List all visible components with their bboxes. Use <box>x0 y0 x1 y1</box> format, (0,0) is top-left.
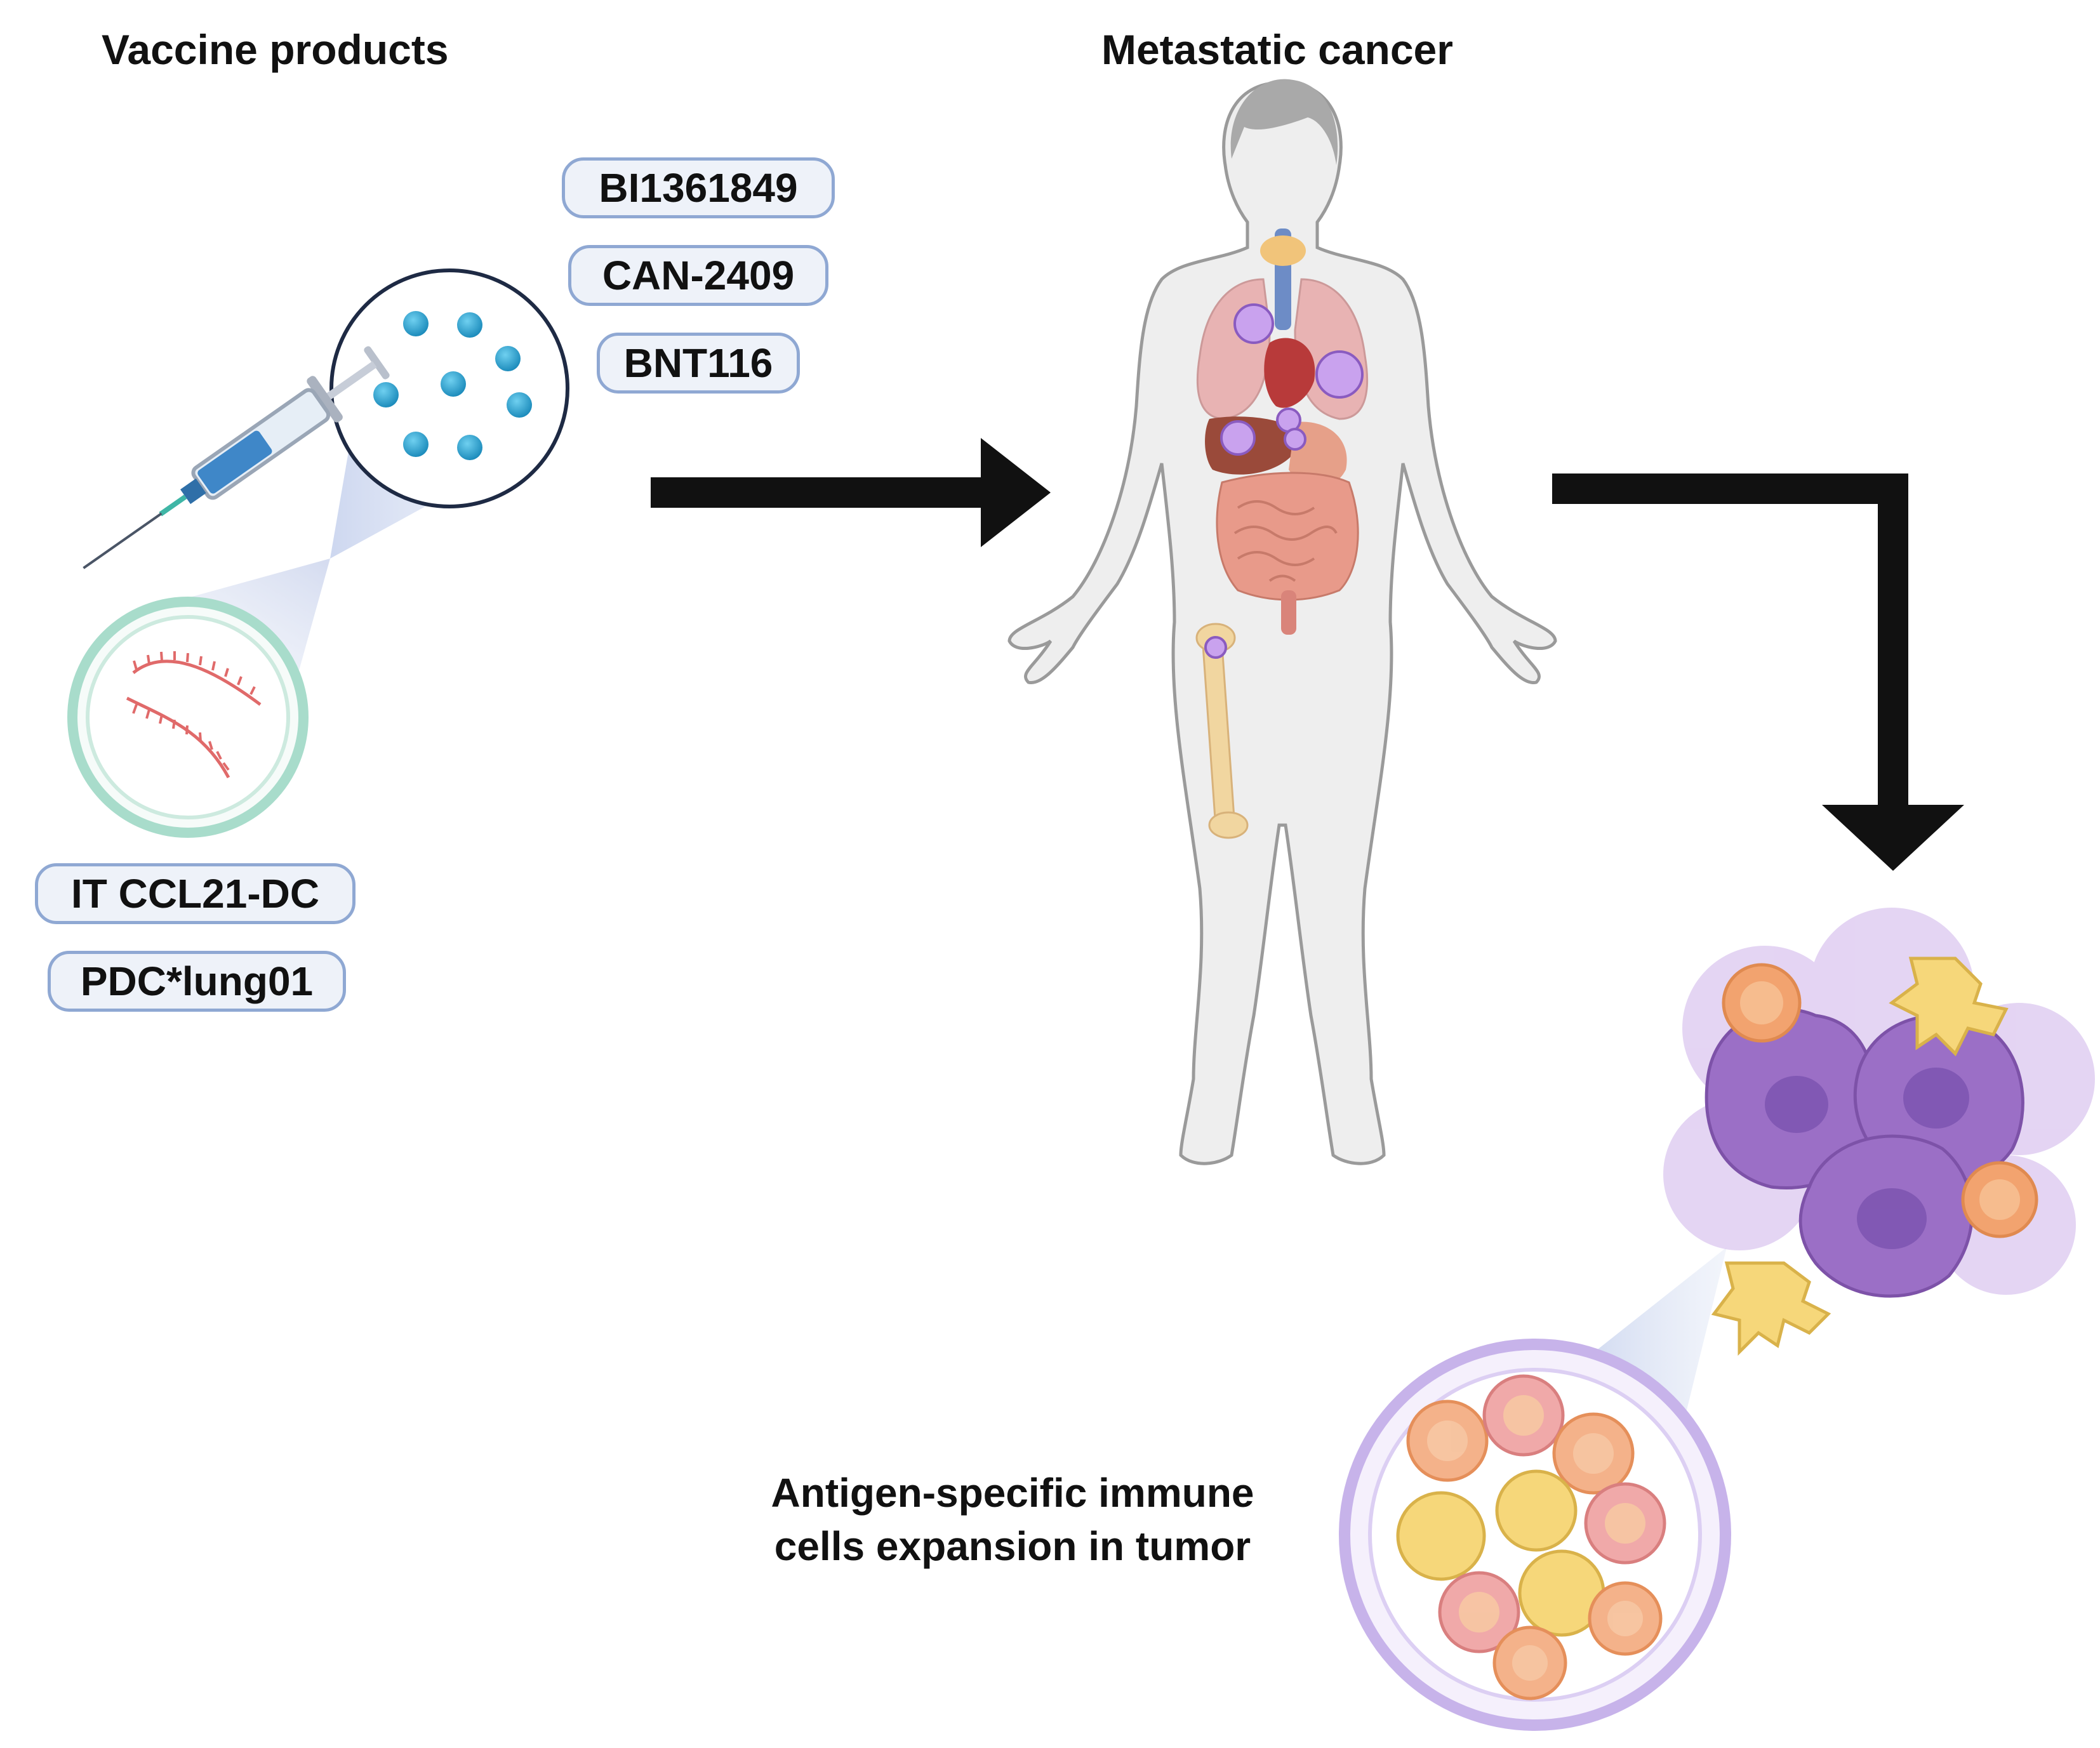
outcome-caption: Antigen-specific immune cells expansion … <box>711 1466 1314 1573</box>
product-pill-it-ccl21-dc: IT CCL21-DC <box>35 863 356 924</box>
dendritic-cell-icon <box>1711 957 2009 1356</box>
mrna-strand-icon <box>67 597 309 838</box>
nanoparticle-icon <box>329 268 569 508</box>
metastatic-cancer-heading: Metastatic cancer <box>1101 26 1453 73</box>
outcome-caption-line-2: cells expansion in tumor <box>774 1523 1251 1569</box>
immune-cells-icon <box>1339 1339 1731 1731</box>
arrow-body-to-tumor <box>1552 473 1964 871</box>
vaccine-products-heading: Vaccine products <box>102 26 449 73</box>
tumor-cluster-icon <box>1663 908 2095 1356</box>
t-cell-icon <box>1722 963 2038 1238</box>
arrow-vaccine-to-body <box>651 438 1051 547</box>
outcome-caption-line-1: Antigen-specific immune <box>771 1470 1254 1516</box>
product-pill-bnt116: BNT116 <box>597 333 800 394</box>
product-pill-pdc-lung01: PDC*lung01 <box>48 951 346 1012</box>
product-pill-bi1361849: BI1361849 <box>562 157 835 218</box>
syringe-icon <box>83 346 390 569</box>
human-body-icon <box>1007 79 1557 1165</box>
product-pill-can-2409: CAN-2409 <box>568 245 828 306</box>
